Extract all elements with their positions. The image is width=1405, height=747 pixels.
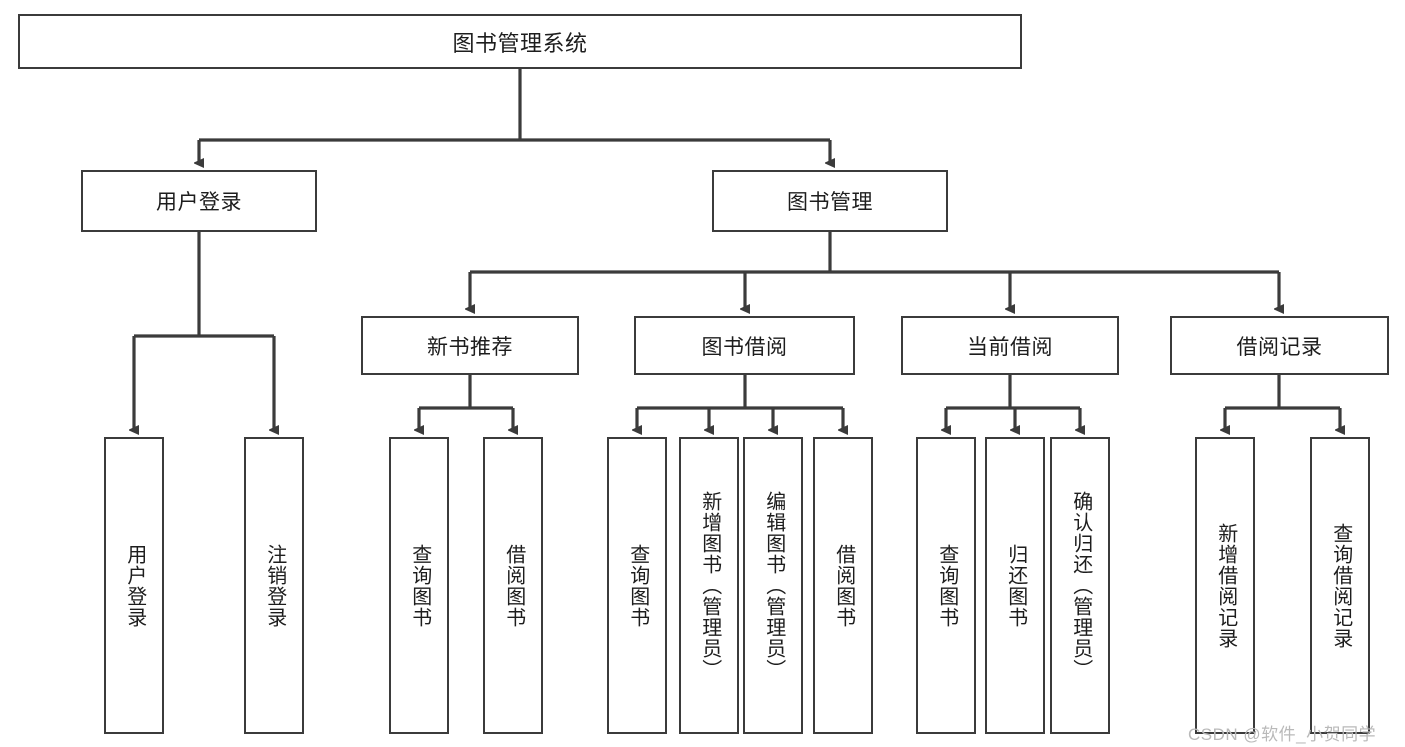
- node-label: 新增图书（管理员）: [698, 491, 721, 680]
- node-book-manage[interactable]: 图书管理: [712, 170, 948, 232]
- node-label: 新书推荐: [427, 335, 513, 359]
- node-new-book-recommend[interactable]: 新书推荐: [361, 316, 579, 375]
- node-label: 用户登录: [156, 191, 242, 214]
- node-label: 借阅图书: [502, 543, 525, 628]
- node-leaf-confirm-return-admin[interactable]: 确认归还（管理员）: [1050, 437, 1110, 734]
- node-user-login[interactable]: 用户登录: [81, 170, 317, 232]
- node-leaf-query-book-current[interactable]: 查询图书: [916, 437, 976, 734]
- node-leaf-user-login[interactable]: 用户登录: [104, 437, 164, 734]
- node-label: 归还图书: [1004, 543, 1027, 628]
- csdn-watermark: CSDN @软件_小贺同学: [1188, 725, 1377, 744]
- node-leaf-query-book-rec[interactable]: 查询图书: [389, 437, 449, 734]
- node-root-label: 图书管理系统: [452, 30, 588, 56]
- node-label: 借阅图书: [832, 543, 855, 628]
- node-label: 查询借阅记录: [1329, 522, 1352, 649]
- node-label: 图书管理: [787, 191, 873, 214]
- node-label: 用户登录: [123, 543, 146, 628]
- node-label: 当前借阅: [967, 335, 1053, 359]
- node-leaf-borrow-book-rec[interactable]: 借阅图书: [483, 437, 543, 734]
- node-label: 借阅记录: [1236, 335, 1323, 359]
- node-leaf-borrow-book-borrow[interactable]: 借阅图书: [813, 437, 873, 734]
- node-leaf-add-book-admin[interactable]: 新增图书（管理员）: [679, 437, 739, 734]
- node-label: 确认归还（管理员）: [1069, 491, 1092, 680]
- node-label: 查询图书: [935, 543, 958, 628]
- node-root-system[interactable]: 图书管理系统: [18, 14, 1022, 69]
- node-leaf-logout-login[interactable]: 注销登录: [244, 437, 304, 734]
- node-leaf-query-book-borrow[interactable]: 查询图书: [607, 437, 667, 734]
- node-label: 新增借阅记录: [1214, 522, 1237, 649]
- node-leaf-edit-book-admin[interactable]: 编辑图书（管理员）: [743, 437, 803, 734]
- node-book-borrow[interactable]: 图书借阅: [634, 316, 855, 375]
- node-leaf-query-borrow-record[interactable]: 查询借阅记录: [1310, 437, 1370, 734]
- node-label: 编辑图书（管理员）: [762, 491, 785, 680]
- node-label: 注销登录: [263, 543, 286, 628]
- node-current-borrow[interactable]: 当前借阅: [901, 316, 1119, 375]
- node-leaf-add-borrow-record[interactable]: 新增借阅记录: [1195, 437, 1255, 734]
- node-borrow-record[interactable]: 借阅记录: [1170, 316, 1389, 375]
- node-label: 查询图书: [626, 543, 649, 628]
- node-label: 图书借阅: [701, 335, 788, 359]
- node-leaf-return-book[interactable]: 归还图书: [985, 437, 1045, 734]
- node-label: 查询图书: [408, 543, 431, 628]
